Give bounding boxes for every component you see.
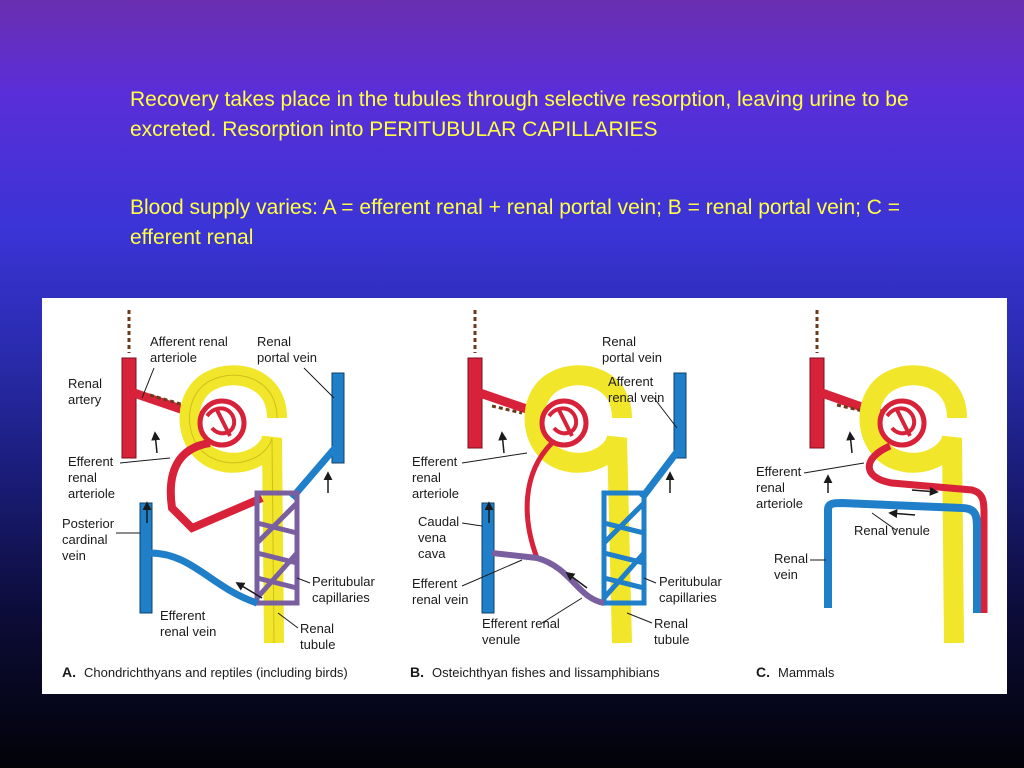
label-peritubular-a-1: Peritubular <box>312 574 376 589</box>
efferent-arteriole-b <box>524 441 554 559</box>
label-posterior-a-2: cardinal <box>62 532 108 547</box>
label-tubule-b-2: tubule <box>654 632 689 647</box>
slide-paragraph-2: Blood supply varies: A = efferent renal … <box>130 196 901 249</box>
label-efferent-a-2: renal <box>68 470 97 485</box>
label-artery-a-1: Renal <box>68 376 102 391</box>
renal-tubule-c <box>859 365 967 644</box>
label-efferent-a-3: arteriole <box>68 486 115 501</box>
label-efferent-c-3: arteriole <box>756 496 803 511</box>
label-caudal-b-3: cava <box>418 546 446 561</box>
leader-lines <box>116 367 897 629</box>
efferent-renal-vein-b <box>491 550 605 606</box>
renal-artery-b <box>467 357 483 449</box>
panel-b: Renal portal vein Afferent renal vein Ef… <box>410 310 723 680</box>
label-posterior-a-3: vein <box>62 548 86 563</box>
renal-portal-vein-a <box>331 372 345 464</box>
caption-a: Chondrichthyans and reptiles (including … <box>84 665 348 680</box>
label-caudal-b-1: Caudal <box>418 514 459 529</box>
renal-artery-a <box>121 357 137 459</box>
label-efferent-b-2: renal <box>412 470 441 485</box>
label-effvein-a-1: Efferent <box>160 608 206 623</box>
label-effvein-b-1: Efferent <box>412 576 458 591</box>
label-posterior-a-1: Posterior <box>62 516 115 531</box>
label-effvein-b-2: renal vein <box>412 592 468 607</box>
efferent-arteriole-a <box>166 439 264 533</box>
label-peritubular-b-2: capillaries <box>659 590 717 605</box>
posterior-cardinal-vein-a <box>139 502 153 614</box>
label-peritubular-a-2: capillaries <box>312 590 370 605</box>
label-affvein-b-1: Afferent <box>608 374 654 389</box>
label-caudal-b-2: vena <box>418 530 447 545</box>
label-portal-a-1: Renal <box>257 334 291 349</box>
panel-a: Afferent renal arteriole Renal portal ve… <box>62 310 376 680</box>
label-vein-c-1: Renal <box>774 551 808 566</box>
label-portal-b-1: Renal <box>602 334 636 349</box>
renal-tubule-b <box>524 365 632 644</box>
label-artery-a-2: artery <box>68 392 102 407</box>
label-efferent-a-1: Efferent <box>68 454 114 469</box>
renal-artery-c <box>809 357 825 449</box>
label-portal-a-2: portal vein <box>257 350 317 365</box>
label-tubule-a-2: tubule <box>300 637 335 652</box>
label-tubule-a-1: Renal <box>300 621 334 636</box>
label-efferent-c-1: Efferent <box>756 464 802 479</box>
label-venule-c: Renal venule <box>854 523 930 538</box>
peritubular-capillaries-a <box>254 490 300 606</box>
label-vein-c-2: vein <box>774 567 798 582</box>
renal-venule-c <box>824 498 981 613</box>
label-tubule-b-1: Renal <box>654 616 688 631</box>
label-effvein-a-2: renal vein <box>160 624 216 639</box>
label-efferent-c-2: renal <box>756 480 785 495</box>
label-portal-b-2: portal vein <box>602 350 662 365</box>
caption-c: Mammals <box>778 665 835 680</box>
kidney-diagram-svg: Afferent renal arteriole Renal portal ve… <box>62 310 988 680</box>
caption-c-letter: C. <box>756 664 770 680</box>
caption-b: Osteichthyan fishes and lissamphibians <box>432 665 660 680</box>
slide-paragraph-1: Recovery takes place in the tubules thro… <box>130 88 909 141</box>
caption-b-letter: B. <box>410 664 424 680</box>
label-afferent-a-2: arteriole <box>150 350 197 365</box>
label-efferent-b-3: arteriole <box>412 486 459 501</box>
label-peritubular-b-1: Peritubular <box>659 574 723 589</box>
kidney-circulation-figure: Afferent renal arteriole Renal portal ve… <box>42 298 1007 694</box>
renal-portal-vein-b <box>673 372 687 459</box>
label-efferent-b-1: Efferent <box>412 454 458 469</box>
caption-a-letter: A. <box>62 664 76 680</box>
caudal-vena-cava-b <box>481 502 495 614</box>
panel-c: Efferent renal arteriole Renal venule Re… <box>756 310 988 680</box>
afferent-renal-vein-b <box>639 445 683 501</box>
peritubular-capillaries-b <box>601 490 647 606</box>
label-afferent-a-1: Afferent renal <box>150 334 228 349</box>
efferent-renal-vein-a <box>149 549 259 607</box>
label-venule-b-1: Efferent renal <box>482 616 560 631</box>
efferent-arteriole-c <box>865 442 988 613</box>
label-venule-b-2: venule <box>482 632 520 647</box>
label-affvein-b-2: renal vein <box>608 390 664 405</box>
